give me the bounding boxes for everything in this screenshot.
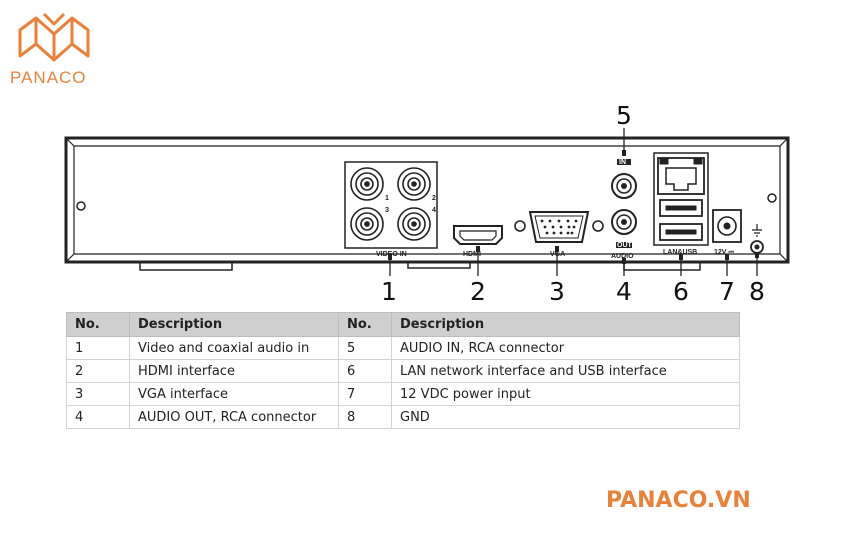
gnd-terminal <box>750 224 764 254</box>
vga-port <box>514 211 604 243</box>
cell-no: 8 <box>338 405 392 429</box>
audio-rca-ports <box>611 159 637 248</box>
cell-no: 7 <box>338 382 392 406</box>
port-description-table: No. Description No. Description 1 Video … <box>66 312 740 429</box>
open-book-icon <box>18 12 90 62</box>
table-header-row: No. Description No. Description <box>66 312 740 337</box>
audio-in-label: IN <box>619 159 626 166</box>
channel-number-1: 1 <box>385 195 389 202</box>
channel-number-4: 4 <box>432 207 436 214</box>
cell-description: HDMI interface <box>129 359 339 383</box>
callout-4: 4 <box>616 277 632 306</box>
hdmi-label: HDMI <box>463 251 481 258</box>
power-dc-jack <box>712 209 742 243</box>
cell-no: 5 <box>338 336 392 360</box>
cell-no: 4 <box>66 405 130 429</box>
audio-out-label: OUT <box>617 242 633 249</box>
callout-5: 5 <box>616 101 632 130</box>
callout-8: 8 <box>749 277 765 306</box>
header-no-left: No. <box>66 312 130 337</box>
channel-number-3: 3 <box>385 207 389 214</box>
footer-brand: PANACO.VN <box>606 488 751 513</box>
cell-description: 12 VDC power input <box>391 382 740 406</box>
cell-description: VGA interface <box>129 382 339 406</box>
video-in-bnc-block <box>344 161 438 249</box>
cell-description: LAN network interface and USB interface <box>391 359 740 383</box>
cell-no: 6 <box>338 359 392 383</box>
callout-6: 6 <box>673 277 689 306</box>
callout-1: 1 <box>381 277 397 306</box>
channel-number-2: 2 <box>432 195 436 202</box>
callout-2: 2 <box>470 277 486 306</box>
callout-3: 3 <box>549 277 565 306</box>
table-row: 1 Video and coaxial audio in 5 AUDIO IN,… <box>66 336 740 360</box>
callout-7: 7 <box>719 277 735 306</box>
table-row: 2 HDMI interface 6 LAN network interface… <box>66 359 740 383</box>
cell-no: 2 <box>66 359 130 383</box>
header-no-right: No. <box>338 312 392 337</box>
cell-description: AUDIO OUT, RCA connector <box>129 405 339 429</box>
lan-usb-block <box>653 152 709 246</box>
power-label: 12V ⎓ <box>714 249 734 256</box>
cell-no: 3 <box>66 382 130 406</box>
audio-label: AUDIO <box>611 253 634 260</box>
header-description-right: Description <box>391 312 740 337</box>
table-row: 3 VGA interface 7 12 VDC power input <box>66 382 740 406</box>
cell-description: GND <box>391 405 740 429</box>
callout-leaders <box>388 128 759 276</box>
cell-no: 1 <box>66 336 130 360</box>
brand-logo: PANACO <box>10 10 100 90</box>
hdmi-port <box>453 225 503 245</box>
lan-usb-label: LAN&USB <box>663 249 697 256</box>
cell-description: Video and coaxial audio in <box>129 336 339 360</box>
table-row: 4 AUDIO OUT, RCA connector 8 GND <box>66 405 740 429</box>
cell-description: AUDIO IN, RCA connector <box>391 336 740 360</box>
dvr-rear-panel-diagram: 1 2 3 4 VIDEO IN HDMI VGA <box>64 101 790 306</box>
logo-text: PANACO <box>10 68 87 87</box>
header-description-left: Description <box>129 312 339 337</box>
